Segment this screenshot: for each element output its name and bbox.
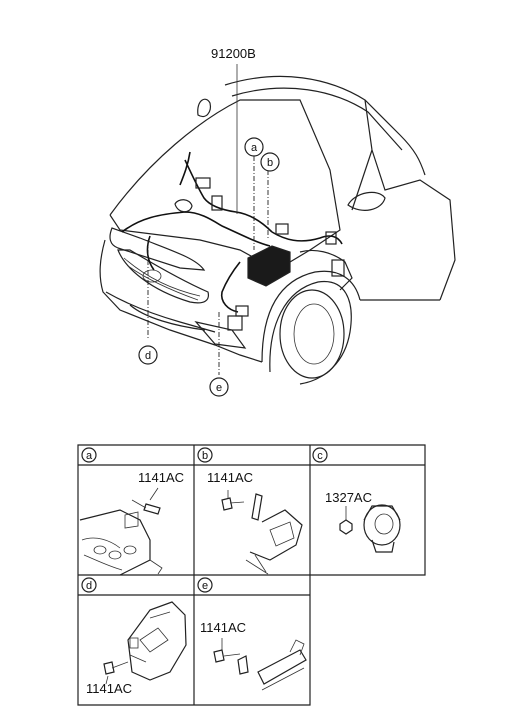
detail-cell-c: c 1327AC	[312, 447, 401, 553]
cell-d-part: 1141AC	[86, 681, 132, 696]
detail-cell-a: a 1141AC	[79, 447, 184, 576]
cell-b-part: 1141AC	[207, 470, 253, 485]
detail-cell-b: b 1141AC	[197, 447, 303, 575]
callout-b-letter: b	[267, 157, 273, 169]
cell-e-part: 1141AC	[200, 620, 246, 635]
cell-c-letter: c	[317, 450, 323, 462]
callout-d: d	[138, 345, 158, 365]
callout-a-letter: a	[251, 142, 258, 154]
cell-b-letter: b	[202, 450, 208, 462]
cell-d-letter: d	[86, 580, 92, 592]
detail-table	[77, 444, 426, 706]
vehicle-illustration	[99, 64, 456, 385]
cell-c-part: 1327AC	[325, 490, 372, 505]
callout-e-letter: e	[216, 382, 222, 394]
callout-e: e	[209, 377, 229, 397]
main-part-number: 91200B	[211, 46, 256, 61]
detail-cell-d: d 1141AC	[81, 577, 187, 696]
callout-d-letter: d	[145, 350, 151, 362]
cell-e-letter: e	[202, 580, 208, 592]
callout-a: a	[244, 137, 264, 157]
callout-b: b	[260, 152, 280, 172]
cell-a-part: 1141AC	[138, 470, 184, 485]
detail-cell-e: e 1141AC	[197, 577, 307, 691]
cell-a-letter: a	[86, 450, 93, 462]
